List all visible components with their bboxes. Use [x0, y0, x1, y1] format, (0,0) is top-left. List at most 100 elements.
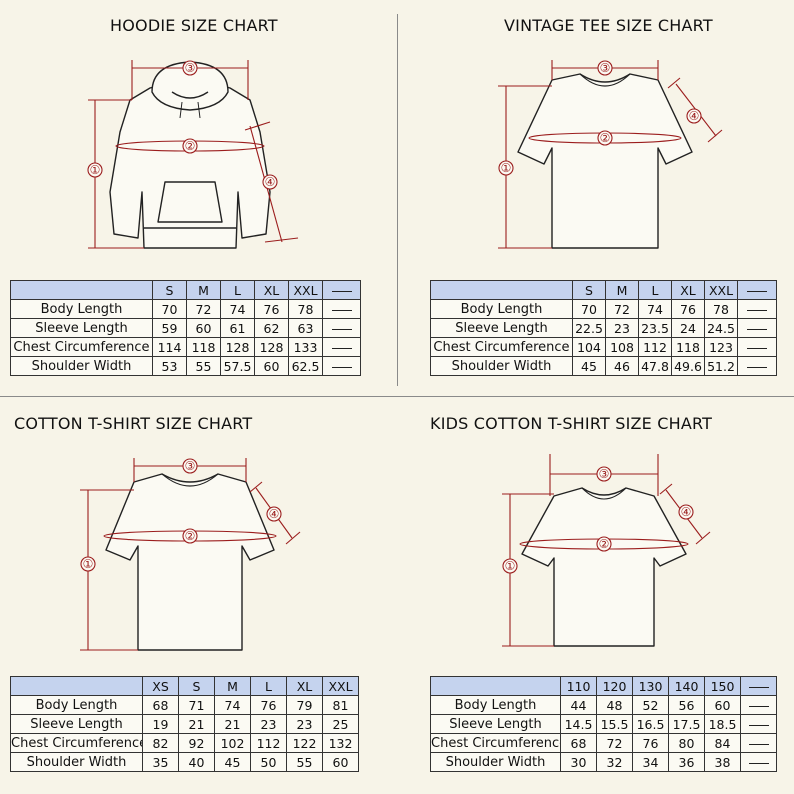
- header-corner: [430, 280, 573, 300]
- dash-cell: [322, 337, 361, 357]
- hoodie-chart-title: HOODIE SIZE CHART: [110, 16, 278, 35]
- cell: 23: [286, 714, 323, 734]
- dash-mark: [331, 309, 352, 311]
- row-label: Sleeve Length: [430, 714, 561, 734]
- cell: 34: [632, 752, 669, 772]
- chest-marker: ②: [185, 139, 196, 153]
- cell: 74: [214, 695, 251, 715]
- cell: 25: [322, 714, 359, 734]
- cell: 132: [322, 733, 359, 753]
- chest-marker: ②: [599, 537, 610, 551]
- cell: 51.2: [704, 356, 738, 376]
- cell: 32: [596, 752, 633, 772]
- cell: 118: [671, 337, 705, 357]
- table-row: Shoulder Width 53 55 57.5 60 62.5: [10, 356, 361, 376]
- vintage-tee-outline: [517, 73, 693, 249]
- table-row: Sleeve Length 59 60 61 62 63: [10, 318, 361, 338]
- horizontal-divider: [0, 396, 794, 397]
- size-header: S: [178, 676, 215, 696]
- row-label: Chest Circumference: [10, 337, 153, 357]
- cell: 24.5: [704, 318, 738, 338]
- cell: 76: [250, 695, 287, 715]
- vintage-tee-size-table: S M L XL XXL Body Length 70 72 74 76 78 …: [430, 280, 777, 376]
- cell: 76: [632, 733, 669, 753]
- kangaroo-pocket: [157, 181, 223, 223]
- cell: 112: [250, 733, 287, 753]
- table-row: Shoulder Width 45 46 47.8 49.6 51.2: [430, 356, 777, 376]
- size-header: XXL: [704, 280, 738, 300]
- cell: 72: [186, 299, 221, 319]
- table-row: Sleeve Length 14.5 15.5 16.5 17.5 18.5: [430, 714, 777, 734]
- size-header: 130: [632, 676, 669, 696]
- dash-cell: [322, 280, 361, 300]
- dash-cell: [737, 318, 777, 338]
- dash-mark: [747, 328, 767, 330]
- size-header: L: [638, 280, 672, 300]
- size-header: XL: [671, 280, 705, 300]
- chest-marker: ②: [600, 131, 611, 145]
- cotton-tshirt-size-table: XS S M L XL XXL Body Length 68 71 74 76 …: [10, 676, 359, 772]
- sleeve-marker: ④: [269, 507, 280, 521]
- cell: 104: [572, 337, 606, 357]
- table-row: Chest Circumference 68 72 76 80 84: [430, 733, 777, 753]
- dash-cell: [322, 356, 361, 376]
- table-header-row: S M L XL XXL: [430, 280, 777, 300]
- row-label: Chest Circumference: [430, 733, 561, 753]
- vintage-tee-diagram: ③ ① ② ④: [480, 56, 730, 256]
- header-corner: [10, 676, 143, 696]
- row-label: Shoulder Width: [10, 752, 143, 772]
- cell: 62.5: [288, 356, 323, 376]
- cell: 59: [152, 318, 187, 338]
- cell: 45: [572, 356, 606, 376]
- cell: 133: [288, 337, 323, 357]
- row-label: Body Length: [430, 299, 573, 319]
- cell: 74: [220, 299, 255, 319]
- cell: 23.5: [638, 318, 672, 338]
- cell: 53: [152, 356, 187, 376]
- size-header: L: [250, 676, 287, 696]
- dash-mark: [331, 366, 352, 368]
- dash-mark: [331, 347, 352, 349]
- dash-cell: [740, 752, 777, 772]
- hoodie-size-table: S M L XL XXL Body Length 70 72 74 76 78 …: [10, 280, 361, 376]
- sleeve-marker: ④: [689, 109, 700, 123]
- hoodie-diagram: ③ ① ② ④: [70, 52, 310, 257]
- vertical-divider: [397, 14, 398, 386]
- cell: 22.5: [572, 318, 606, 338]
- row-label: Chest Circumference: [10, 733, 143, 753]
- body-length-marker: ①: [90, 163, 101, 177]
- row-label: Shoulder Width: [430, 752, 561, 772]
- table-row: Shoulder Width 30 32 34 36 38: [430, 752, 777, 772]
- cell: 44: [560, 695, 597, 715]
- dash-cell: [740, 714, 777, 734]
- cell: 80: [668, 733, 705, 753]
- cell: 60: [186, 318, 221, 338]
- dash-cell: [737, 280, 777, 300]
- cell: 35: [142, 752, 179, 772]
- dash-mark: [748, 686, 769, 688]
- vintage-tee-chart-title: VINTAGE TEE SIZE CHART: [504, 16, 713, 35]
- cell: 61: [220, 318, 255, 338]
- table-header-row: 110 120 130 140 150: [430, 676, 777, 696]
- shoulder-marker: ③: [600, 61, 611, 75]
- cell: 40: [178, 752, 215, 772]
- cotton-tshirt-chart-title: COTTON T-SHIRT SIZE CHART: [14, 414, 253, 433]
- body-length-marker: ①: [83, 557, 94, 571]
- cell: 72: [596, 733, 633, 753]
- size-header: XXL: [322, 676, 359, 696]
- dash-cell: [322, 318, 361, 338]
- row-label: Body Length: [10, 695, 143, 715]
- cell: 46: [605, 356, 639, 376]
- size-header: M: [186, 280, 221, 300]
- cell: 60: [254, 356, 289, 376]
- cell: 57.5: [220, 356, 255, 376]
- dash-cell: [740, 733, 777, 753]
- size-header: L: [220, 280, 255, 300]
- cell: 18.5: [704, 714, 741, 734]
- body-length-marker: ①: [501, 161, 512, 175]
- size-header: M: [214, 676, 251, 696]
- row-label: Body Length: [10, 299, 153, 319]
- dash-cell: [322, 299, 361, 319]
- cell: 49.6: [671, 356, 705, 376]
- cell: 55: [286, 752, 323, 772]
